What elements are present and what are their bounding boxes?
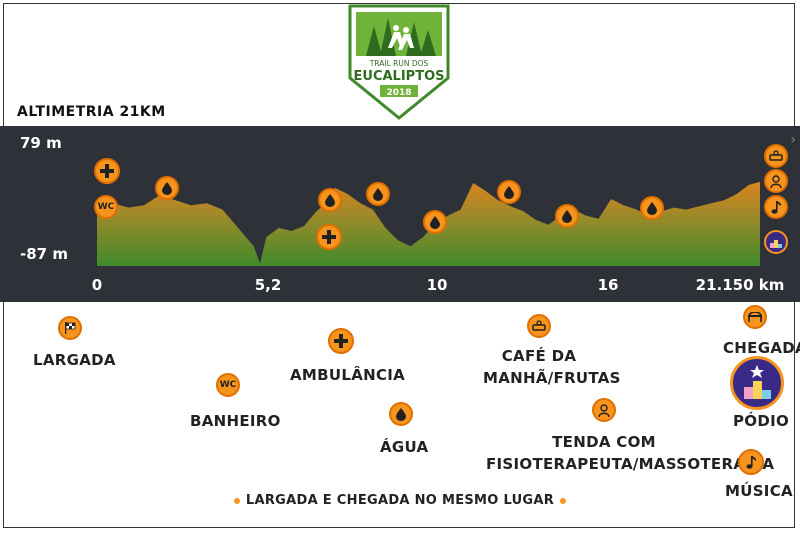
checkered-flag-icon <box>58 316 82 340</box>
legend-tenda-line2: FISIOTERAPEUTA/MASSOTERAPIA <box>486 455 775 473</box>
footer-text: LARGADA E CHEGADA NO MESMO LUGAR <box>245 493 555 508</box>
legend-cafe-label: CAFÉ DA MANHÃ/FRUTAS <box>483 345 621 389</box>
x-tick-0: 0 <box>91 276 103 294</box>
water-drop-icon <box>366 182 390 206</box>
podium-icon <box>764 230 788 254</box>
music-note-icon <box>764 195 788 219</box>
bullet-dot <box>233 497 240 504</box>
logo-text-line2: EUCALIPTOS <box>354 69 445 84</box>
y-max-label: 79 m <box>20 134 62 152</box>
first-aid-icon <box>316 224 342 250</box>
legend-agua-label: ÁGUA <box>380 438 429 456</box>
x-tick-4: 21.150 km <box>695 276 785 294</box>
footer-note: LARGADA E CHEGADA NO MESMO LUGAR <box>0 493 800 508</box>
x-tick-2: 10 <box>426 276 448 294</box>
legend-tenda-line1: TENDA COM <box>552 433 656 451</box>
logo-year: 2018 <box>386 88 411 98</box>
x-tick-3: 16 <box>597 276 619 294</box>
podium-icon <box>730 356 784 410</box>
legend-ambulancia-label: AMBULÂNCIA <box>290 366 406 384</box>
x-tick-1: 5,2 <box>254 276 282 294</box>
logo-text-line1: TRAIL RUN DOS <box>369 59 429 68</box>
water-drop-icon <box>640 196 664 220</box>
water-drop-icon <box>423 210 447 234</box>
breakfast-icon <box>527 314 551 338</box>
bullet-dot <box>560 497 567 504</box>
elevation-area <box>97 181 760 266</box>
legend-chegada-label: CHEGADA <box>723 339 800 357</box>
legend-cafe-line2: MANHÃ/FRUTAS <box>483 369 621 387</box>
water-drop-icon <box>555 204 579 228</box>
chevron-right-icon: › <box>790 132 796 148</box>
wc-icon: WC <box>216 373 240 397</box>
physio-icon <box>592 398 616 422</box>
legend-musica-label: MÚSICA <box>725 482 793 500</box>
legend-podio-label: PÓDIO <box>733 412 790 430</box>
elevation-profile <box>97 181 760 266</box>
breakfast-icon <box>764 144 788 168</box>
water-drop-icon <box>497 180 521 204</box>
water-drop-icon <box>155 176 179 200</box>
water-drop-icon <box>318 188 342 212</box>
music-note-icon <box>738 449 764 475</box>
event-logo: TRAIL RUN DOS EUCALIPTOS 2018 <box>344 4 454 120</box>
legend-tenda-label: TENDA COM FISIOTERAPEUTA/MASSOTERAPIA <box>486 431 775 475</box>
finish-arch-icon <box>743 305 767 329</box>
physio-icon <box>764 169 788 193</box>
elevation-chart: 79 m -87 m 0 5,2 10 16 21.150 km › WC <box>0 126 800 302</box>
wc-icon: WC <box>94 195 118 219</box>
altimetry-title: ALTIMETRIA 21KM <box>17 104 166 120</box>
first-aid-icon <box>328 328 354 354</box>
legend-cafe-line1: CAFÉ DA <box>501 347 577 365</box>
water-drop-icon <box>389 402 413 426</box>
y-min-label: -87 m <box>20 245 68 263</box>
first-aid-icon <box>94 158 120 184</box>
legend-banheiro-label: BANHEIRO <box>190 412 281 430</box>
legend-largada-label: LARGADA <box>33 351 116 369</box>
